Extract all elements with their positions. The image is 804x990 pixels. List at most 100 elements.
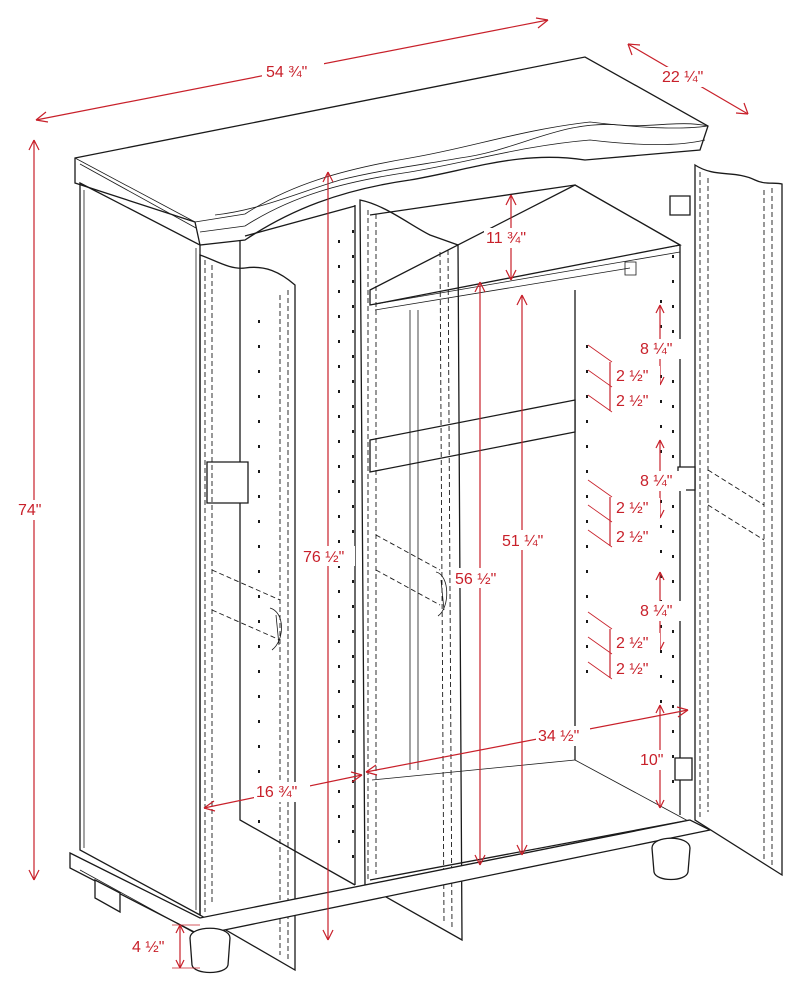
pin-hole bbox=[660, 625, 662, 628]
pin-hole bbox=[660, 375, 662, 378]
pin-hole bbox=[672, 430, 674, 433]
pin-hole bbox=[338, 715, 340, 718]
dimension-depth: 22 ¼" bbox=[627, 43, 749, 115]
pin-hole bbox=[352, 655, 354, 658]
pin-hole bbox=[258, 695, 260, 698]
pin-hole bbox=[352, 355, 354, 358]
dimension-shelf-step-2: 8 ¼" bbox=[638, 439, 686, 519]
pin-hole bbox=[338, 740, 340, 743]
dimension-hanging-height: 56 ½" bbox=[453, 281, 507, 866]
pin-hole bbox=[258, 420, 260, 423]
pin-hole bbox=[338, 340, 340, 343]
pin-hole bbox=[258, 395, 260, 398]
pin-hole bbox=[352, 830, 354, 833]
width-label: 54 ¾" bbox=[266, 64, 307, 81]
pin-hole bbox=[672, 655, 674, 658]
pin-hole bbox=[338, 440, 340, 443]
pin-hole bbox=[586, 345, 588, 348]
left-bay bbox=[206, 205, 356, 886]
dimension-shelf-step-3: 8 ¼" bbox=[638, 571, 686, 651]
pin-hole bbox=[338, 315, 340, 318]
pin-hole bbox=[352, 405, 354, 408]
pin-hole bbox=[352, 605, 354, 608]
pin-hole bbox=[338, 765, 340, 768]
dimension-bottom-clearance: 10" bbox=[638, 704, 672, 809]
pin-hole bbox=[586, 595, 588, 598]
pin-hole bbox=[258, 645, 260, 648]
shelf-gap-label: 11 ¾" bbox=[486, 230, 526, 247]
door-width-label: 16 ¾" bbox=[256, 784, 297, 801]
dimension-annotations: 54 ¾" 22 ¼" 74" 76 ½" bbox=[16, 17, 749, 969]
rod-height-label: 51 ¼" bbox=[502, 533, 543, 550]
pin-hole bbox=[258, 620, 260, 623]
pin-hole bbox=[258, 545, 260, 548]
pin-hole bbox=[352, 505, 354, 508]
pin-hole bbox=[586, 620, 588, 623]
pin-hole bbox=[660, 400, 662, 403]
pin-hole bbox=[258, 370, 260, 373]
pin-hole bbox=[586, 445, 588, 448]
dimension-shelf-gap: 11 ¾" bbox=[484, 194, 538, 281]
pin-hole bbox=[660, 675, 662, 678]
pin-hole bbox=[352, 380, 354, 383]
height-label: 74" bbox=[18, 502, 41, 519]
pin-hole bbox=[258, 495, 260, 498]
pin-hole bbox=[672, 380, 674, 383]
pin-hole bbox=[352, 680, 354, 683]
shelf-step-1-label: 8 ¼" bbox=[640, 341, 672, 358]
pin-hole bbox=[338, 415, 340, 418]
pin-hole bbox=[672, 405, 674, 408]
pin-hole bbox=[586, 545, 588, 548]
pin-hole bbox=[660, 300, 662, 303]
dimension-shelf-step-1: 8 ¼" bbox=[638, 304, 686, 386]
dimension-foot-height: 4 ½" bbox=[130, 924, 200, 969]
pin-hole bbox=[258, 345, 260, 348]
dimension-rod-height: 51 ¼" bbox=[500, 294, 556, 856]
pin-hole bbox=[672, 755, 674, 758]
pin-hole bbox=[660, 650, 662, 653]
dimension-height: 74" bbox=[16, 139, 52, 881]
pin-hole bbox=[258, 570, 260, 573]
pin-hole bbox=[338, 815, 340, 818]
pin-hole bbox=[258, 470, 260, 473]
dimension-hole-gap-1: 2 ½" 2 ½" bbox=[587, 344, 660, 413]
pin-hole bbox=[338, 390, 340, 393]
pin-hole bbox=[258, 445, 260, 448]
pin-hole bbox=[258, 820, 260, 823]
left-side-panel bbox=[79, 181, 201, 917]
pin-hole bbox=[338, 365, 340, 368]
left-door bbox=[199, 254, 296, 972]
pin-hole bbox=[352, 755, 354, 758]
pin-hole bbox=[338, 565, 340, 568]
pin-hole bbox=[338, 465, 340, 468]
pin-hole bbox=[586, 645, 588, 648]
wardrobe-drawing bbox=[69, 56, 783, 974]
pin-hole bbox=[352, 730, 354, 733]
dimension-hole-gap-2: 2 ½" 2 ½" bbox=[587, 479, 660, 548]
dimension-hole-gap-3: 2 ½" 2 ½" bbox=[587, 611, 660, 680]
pin-hole bbox=[338, 690, 340, 693]
pin-hole bbox=[672, 280, 674, 283]
pin-hole bbox=[352, 855, 354, 858]
pin-hole bbox=[660, 450, 662, 453]
pin-hole bbox=[338, 590, 340, 593]
shelf-pin-holes bbox=[258, 230, 674, 858]
pin-hole bbox=[672, 680, 674, 683]
hole-gap-1a-label: 2 ½" bbox=[616, 368, 648, 385]
pin-hole bbox=[672, 780, 674, 783]
pin-hole bbox=[586, 495, 588, 498]
pin-hole bbox=[338, 490, 340, 493]
pin-hole bbox=[586, 420, 588, 423]
pin-hole bbox=[352, 430, 354, 433]
pin-hole bbox=[586, 570, 588, 573]
pin-hole bbox=[352, 630, 354, 633]
pin-hole bbox=[352, 530, 354, 533]
pin-hole bbox=[352, 280, 354, 283]
right-door bbox=[669, 163, 783, 877]
pin-hole bbox=[672, 730, 674, 733]
pin-hole bbox=[586, 370, 588, 373]
bottom-clearance-label: 10" bbox=[640, 752, 663, 769]
pin-hole bbox=[586, 470, 588, 473]
dimension-door-width: 16 ¾" bbox=[203, 771, 363, 812]
